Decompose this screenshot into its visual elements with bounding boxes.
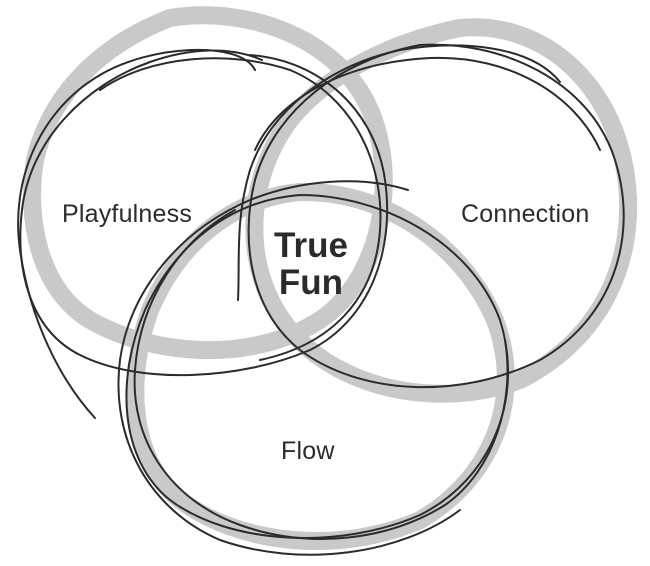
connection-circle-outline-2: [247, 43, 625, 389]
connection-label: Connection: [461, 200, 590, 228]
flow-label: Flow: [281, 437, 335, 465]
flow-circle-shade: [126, 182, 515, 551]
true-fun-label: True Fun: [262, 226, 360, 302]
circle-shading: [23, 6, 638, 551]
playfulness-circle-outline-2: [19, 49, 389, 377]
playfulness-circle-outline-1: [17, 48, 256, 419]
playfulness-label: Playfulness: [62, 200, 193, 228]
true-fun-line-2: Fun: [278, 262, 344, 302]
flow-circle-outline-3: [133, 209, 509, 540]
connection-circle-shade: [245, 18, 638, 403]
connection-circle-outline-1: [237, 44, 561, 301]
true-fun-line-1: True: [274, 226, 348, 265]
playfulness-circle-outline-3: [99, 57, 382, 361]
circle-outlines: [17, 43, 625, 556]
connection-circle-outline-3: [254, 56, 601, 151]
flow-circle-outline-1: [117, 180, 461, 556]
playfulness-circle-shade: [23, 6, 393, 359]
